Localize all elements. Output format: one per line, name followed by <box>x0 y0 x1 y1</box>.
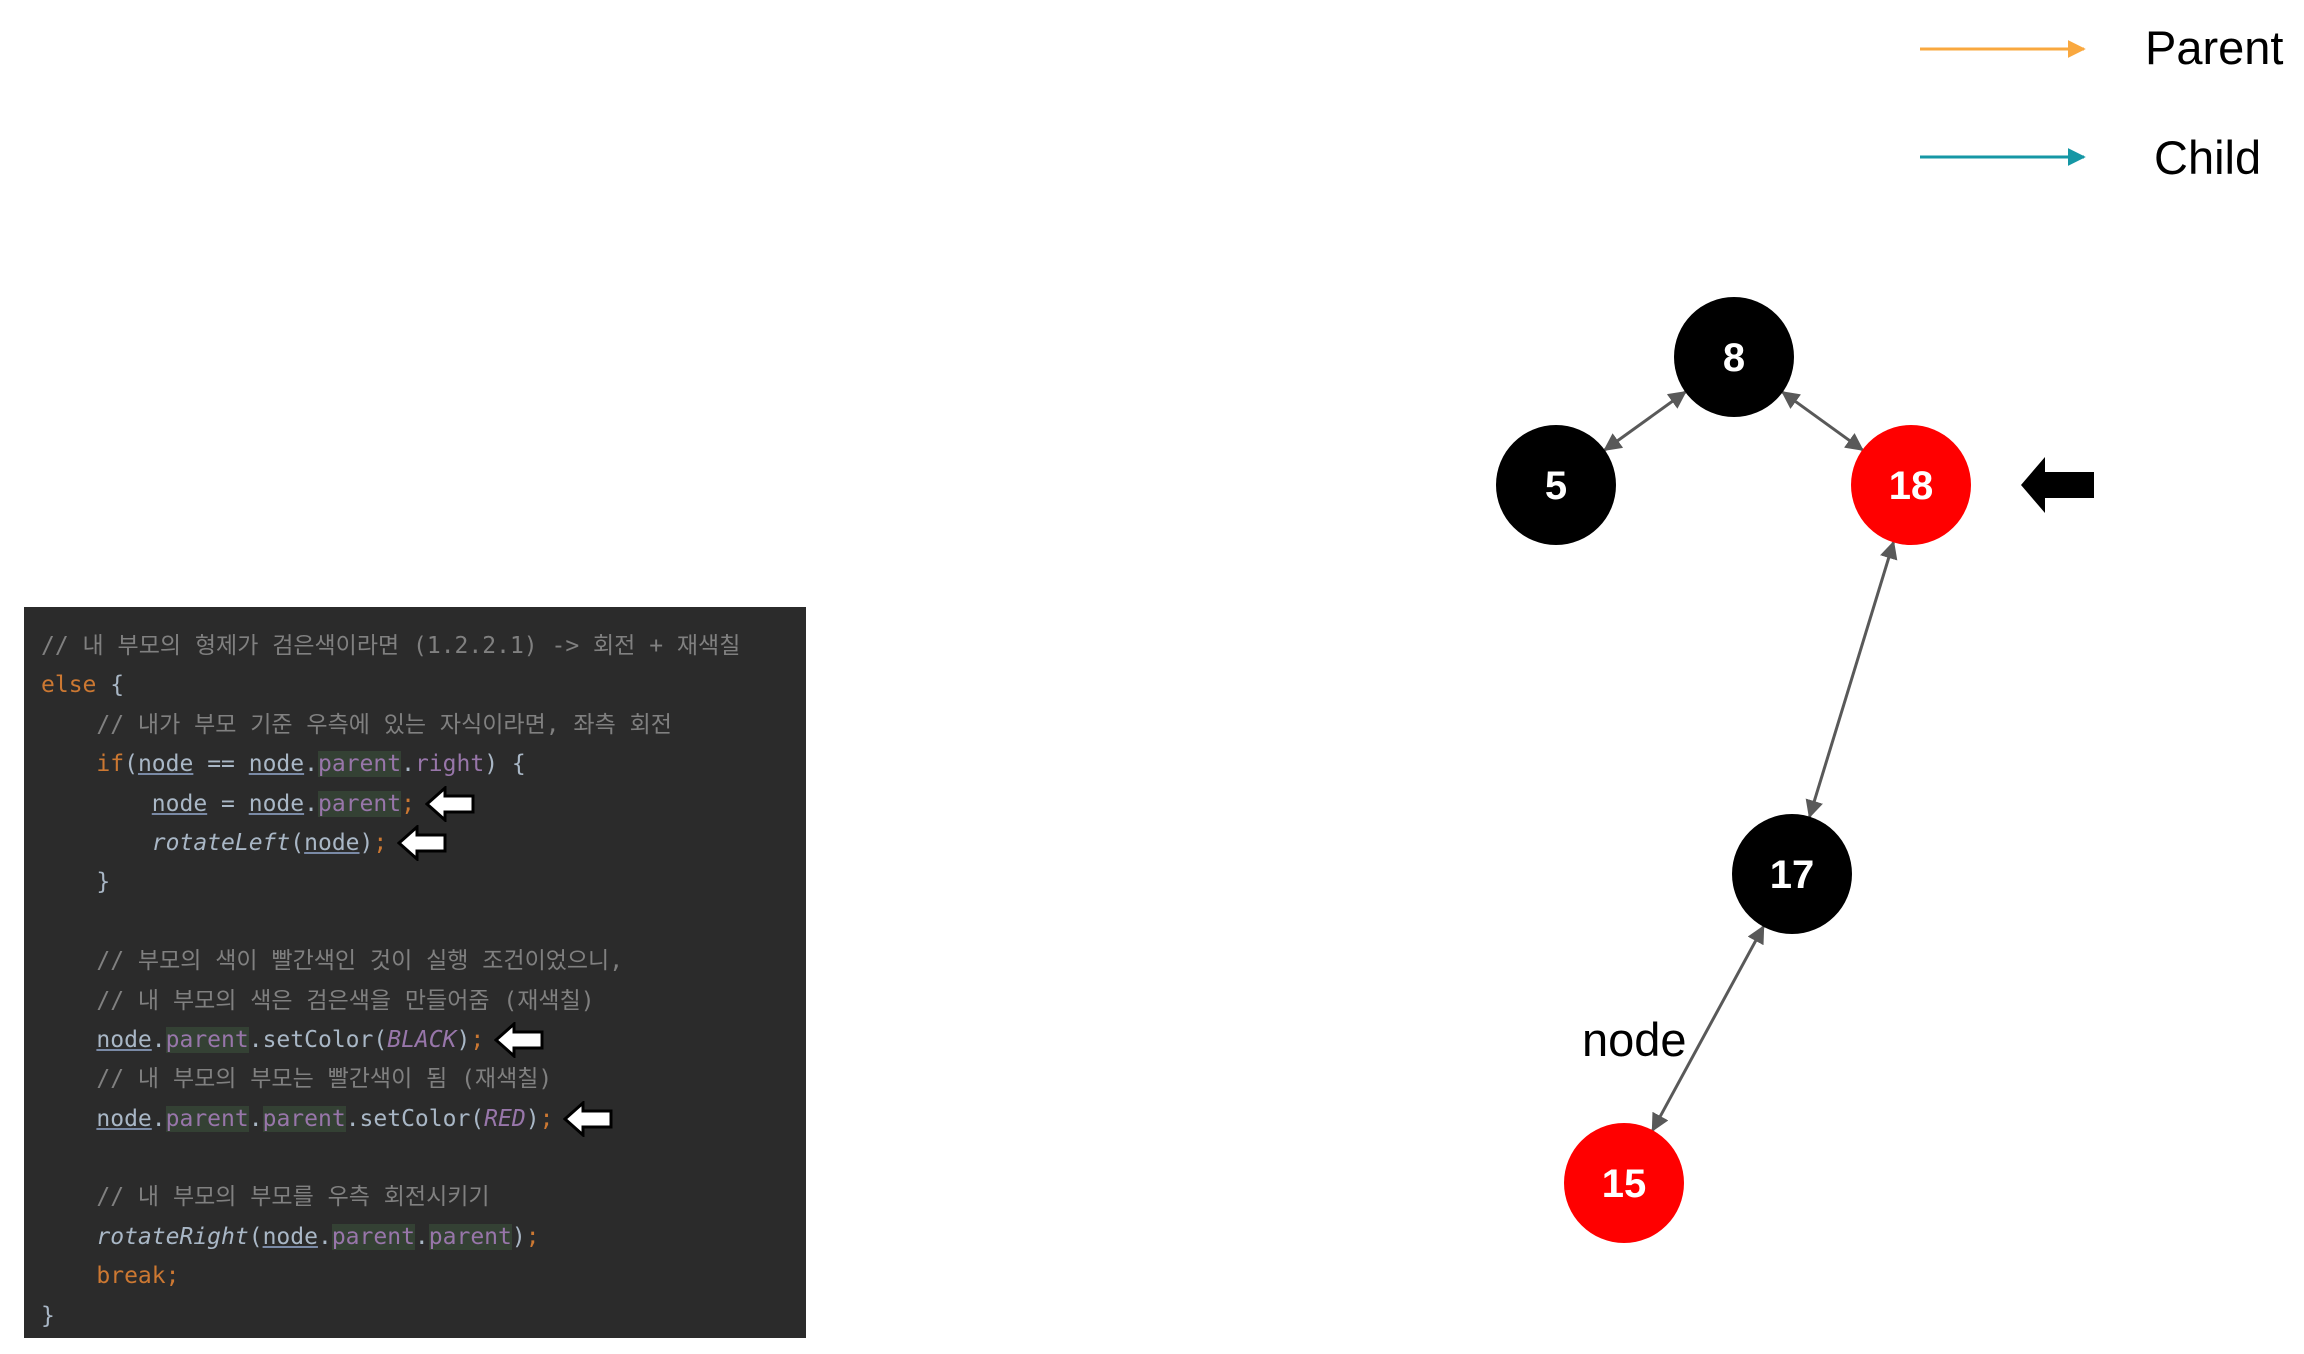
code-token: parent <box>165 1105 249 1132</box>
code-token: // 내 부모의 형제가 검은색이라면 (1.2.2.1) -> 회전 + 재색… <box>41 633 741 659</box>
white-arrow-icon <box>493 1021 544 1060</box>
code-line: } <box>41 1297 806 1336</box>
code-token: == <box>193 751 249 778</box>
code-token: ; <box>165 1263 180 1290</box>
code-token: parent <box>317 751 402 778</box>
code-token: parent <box>428 1223 512 1250</box>
code-token: parent <box>165 1026 249 1053</box>
code-token: node <box>137 751 194 778</box>
code-token: { <box>96 672 125 699</box>
code-token: right <box>414 751 485 778</box>
code-token: node <box>96 1026 152 1053</box>
code-line: rotateRight(node.parent.parent); <box>41 1218 806 1257</box>
tree-node-17 <box>1732 814 1852 934</box>
code-token: . <box>151 1105 166 1132</box>
code-token: . <box>248 1105 263 1132</box>
code-line: rotateLeft(node); <box>41 824 806 863</box>
code-token: node <box>262 1223 318 1250</box>
code-line: // 내 부모의 색은 검은색을 만들어줌 (재색칠) <box>41 982 806 1021</box>
code-line: // 내 부모의 부모는 빨간색이 됨 (재색칠) <box>41 1060 806 1099</box>
code-line: break; <box>41 1257 806 1296</box>
code-line: node.parent.parent.setColor(RED); <box>41 1099 806 1139</box>
tree-node-label: 15 <box>1602 1162 1647 1206</box>
code-line: else { <box>41 666 806 705</box>
tree-node-5 <box>1496 425 1616 545</box>
code-token: ) <box>511 1223 526 1250</box>
code-token: rotateLeft <box>151 829 291 856</box>
white-arrow-icon <box>396 824 447 863</box>
code-token: ; <box>401 790 415 817</box>
tree-node-label: 18 <box>1889 464 1934 508</box>
tree-node-8 <box>1674 297 1794 417</box>
code-token: node <box>96 1105 152 1132</box>
edge-8-5 <box>1603 390 1687 452</box>
code-token: } <box>41 1302 55 1329</box>
code-token: . <box>304 790 318 817</box>
code-line: // 내 부모의 형제가 검은색이라면 (1.2.2.1) -> 회전 + 재색… <box>41 627 806 666</box>
code-token: break <box>96 1263 166 1290</box>
code-token: = <box>207 790 249 817</box>
code-line: } <box>41 863 806 902</box>
edge-18-17 <box>1805 540 1898 819</box>
code-token: ; <box>539 1105 554 1132</box>
white-arrow-icon <box>563 1099 613 1139</box>
tree-node-label: 8 <box>1723 336 1745 380</box>
white-arrow-icon <box>424 784 475 824</box>
code-token: .setColor( <box>345 1105 485 1132</box>
code-token: } <box>96 869 111 896</box>
code-token: rotateRight <box>96 1223 249 1250</box>
code-token: ) <box>525 1105 540 1132</box>
code-line: // 내가 부모 기준 우측에 있는 자식이라면, 좌측 회전 <box>41 706 806 745</box>
code-token: // 내가 부모 기준 우측에 있는 자식이라면, 좌측 회전 <box>96 711 672 738</box>
edge-17-15 <box>1651 925 1765 1132</box>
code-token: ) { <box>484 751 526 778</box>
code-token: ; <box>373 829 388 856</box>
code-token: // 부모의 색이 빨간색인 것이 실행 조건이었으니, <box>96 948 624 975</box>
code-token: .setColor( <box>248 1026 388 1053</box>
code-token: ) <box>456 1026 471 1053</box>
code-token: BLACK <box>387 1026 457 1053</box>
code-token: // 내 부모의 색은 검은색을 만들어줌 (재색칠) <box>96 987 595 1014</box>
code-token: parent <box>317 790 402 817</box>
legend-parent-label: Parent <box>2145 21 2284 74</box>
code-token: . <box>151 1026 166 1053</box>
code-token: . <box>414 1223 429 1250</box>
code-line: if(node == node.parent.right) { <box>41 745 806 784</box>
code-snippet: // 내 부모의 형제가 검은색이라면 (1.2.2.1) -> 회전 + 재색… <box>24 607 806 1338</box>
code-token: ; <box>470 1026 485 1053</box>
code-token: node <box>151 790 208 817</box>
legend-child-label: Child <box>2154 131 2262 184</box>
tree-node-18 <box>1851 425 1971 545</box>
code-line: // 내 부모의 부모를 우측 회전시키기 <box>41 1178 806 1217</box>
code-token: ( <box>248 1223 263 1250</box>
code-token: ( <box>290 829 305 856</box>
code-token: RED <box>484 1105 526 1132</box>
code-line: node = node.parent; <box>41 784 806 824</box>
code-token: node <box>248 790 305 817</box>
code-line: // 부모의 색이 빨간색인 것이 실행 조건이었으니, <box>41 942 806 981</box>
code-token: else <box>41 672 97 699</box>
tree-node-label: 17 <box>1770 853 1815 897</box>
black-pointer-arrow-icon <box>2021 457 2094 513</box>
code-token: // 내 부모의 부모를 우측 회전시키기 <box>96 1184 490 1211</box>
code-token: node <box>304 829 360 856</box>
code-token: parent <box>262 1105 346 1132</box>
code-token: if <box>96 751 125 778</box>
code-token: // 내 부모의 부모는 빨간색이 됨 (재색칠) <box>96 1066 553 1093</box>
code-token: parent <box>331 1223 415 1250</box>
edge-8-18 <box>1781 390 1864 452</box>
code-token: ( <box>124 751 138 778</box>
code-token: . <box>317 1223 332 1250</box>
code-token: ; <box>525 1223 540 1250</box>
code-token: node <box>248 751 305 778</box>
node-annotation-label: node <box>1582 1013 1687 1066</box>
tree-node-label: 5 <box>1545 464 1567 508</box>
code-line: node.parent.setColor(BLACK); <box>41 1021 806 1060</box>
code-token: . <box>304 751 318 778</box>
code-token: ) <box>359 829 374 856</box>
code-token: . <box>401 751 415 778</box>
tree-node-15 <box>1564 1123 1684 1243</box>
